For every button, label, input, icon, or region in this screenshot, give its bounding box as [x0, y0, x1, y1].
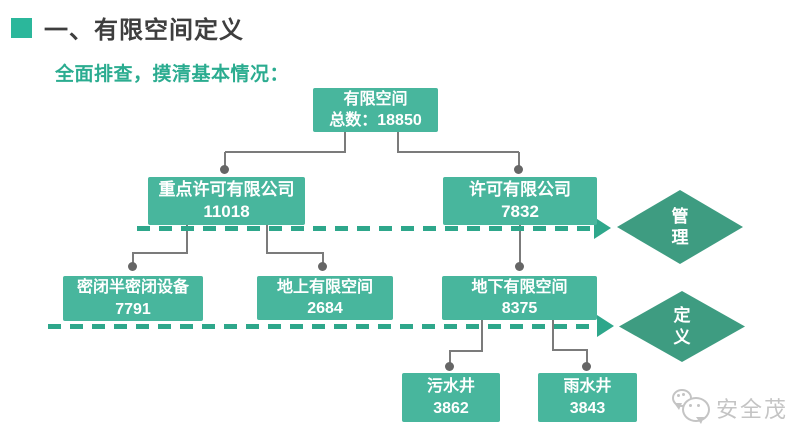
connector-line [322, 253, 324, 265]
connector-dot [582, 362, 591, 371]
connector-dot [318, 262, 327, 271]
page-title: 一、有限空间定义 [44, 17, 244, 44]
watermark-text: 安全茂 [716, 397, 789, 422]
node-total: 有限空间 总数：18850 [313, 88, 438, 132]
connector-dot [128, 262, 137, 271]
node-label: 重点许可有限公司 [158, 179, 295, 199]
node-value: 8375 [501, 300, 538, 317]
title-bullet-square-icon [11, 17, 32, 38]
node-label: 有限空间 [343, 90, 408, 108]
connector-line [132, 252, 188, 254]
connector-line [519, 225, 521, 265]
diamond-definition: 定义 [619, 291, 745, 362]
node-label: 雨水井 [563, 378, 612, 396]
node-above-ground-space: 地上有限空间 2684 [257, 276, 393, 320]
node-value: 11018 [203, 202, 250, 221]
diamond-label: 定义 [673, 306, 691, 347]
node-label: 地下有限空间 [471, 278, 568, 296]
bubble-tail-icon [674, 403, 682, 410]
node-label: 密闭半密闭设备 [76, 279, 189, 297]
node-value: 3843 [569, 399, 606, 417]
bubble-eye-icon [677, 394, 680, 397]
connector-line [552, 349, 588, 351]
connector-line [552, 320, 554, 351]
node-value: 2684 [307, 300, 343, 317]
bubble-eye-icon [682, 393, 685, 396]
bubble-tail-icon [696, 417, 704, 424]
node-rain-well: 雨水井 3843 [538, 373, 637, 422]
connector-line [586, 350, 588, 365]
connector-line [344, 131, 346, 152]
node-label: 污水井 [426, 378, 475, 396]
connector-dot [220, 165, 229, 174]
header: 一、有限空间定义 [11, 10, 244, 45]
dashed-arrow-management-head-icon [594, 217, 611, 239]
subtitle: 全面排查，摸清基本情况： [55, 64, 290, 85]
connector-line [449, 350, 483, 352]
node-enclosed-equipment: 密闭半密闭设备 7791 [63, 276, 203, 321]
node-key-permit-company: 重点许可有限公司 11018 [148, 177, 305, 225]
connector-line [449, 351, 451, 365]
connector-line [266, 252, 324, 254]
dashed-arrow-definition-head-icon [597, 315, 614, 337]
bubble-eye-icon [697, 404, 700, 407]
connector-line [224, 152, 226, 167]
diamond-label: 管理 [671, 206, 689, 247]
node-permit-company: 许可有限公司 7832 [443, 177, 597, 225]
connector-dot [515, 262, 524, 271]
connector-line [397, 131, 399, 152]
connector-dot [514, 165, 523, 174]
connector-line [186, 225, 188, 253]
connector-line [225, 151, 346, 153]
connector-line [518, 152, 520, 167]
node-underground-space: 地下有限空间 8375 [442, 276, 597, 320]
node-value: 总数：18850 [329, 112, 422, 129]
connector-line [481, 320, 483, 352]
connector-line [397, 151, 519, 153]
diamond-management: 管理 [617, 190, 743, 264]
node-sewage-well: 污水井 3862 [402, 373, 500, 422]
connector-line [266, 225, 268, 253]
connector-dot [445, 362, 454, 371]
node-value: 7832 [501, 202, 539, 221]
dashed-arrow-definition-line [48, 324, 597, 329]
node-label: 许可有限公司 [469, 179, 571, 199]
node-label: 地上有限空间 [276, 278, 373, 296]
watermark: 安全茂 [666, 388, 788, 428]
bubble-eye-icon [689, 404, 692, 407]
wechat-logo-icon [666, 388, 714, 428]
node-value: 7791 [115, 300, 151, 318]
node-value: 3862 [433, 399, 469, 417]
connector-line [132, 253, 134, 265]
dashed-arrow-management-line [137, 226, 594, 231]
